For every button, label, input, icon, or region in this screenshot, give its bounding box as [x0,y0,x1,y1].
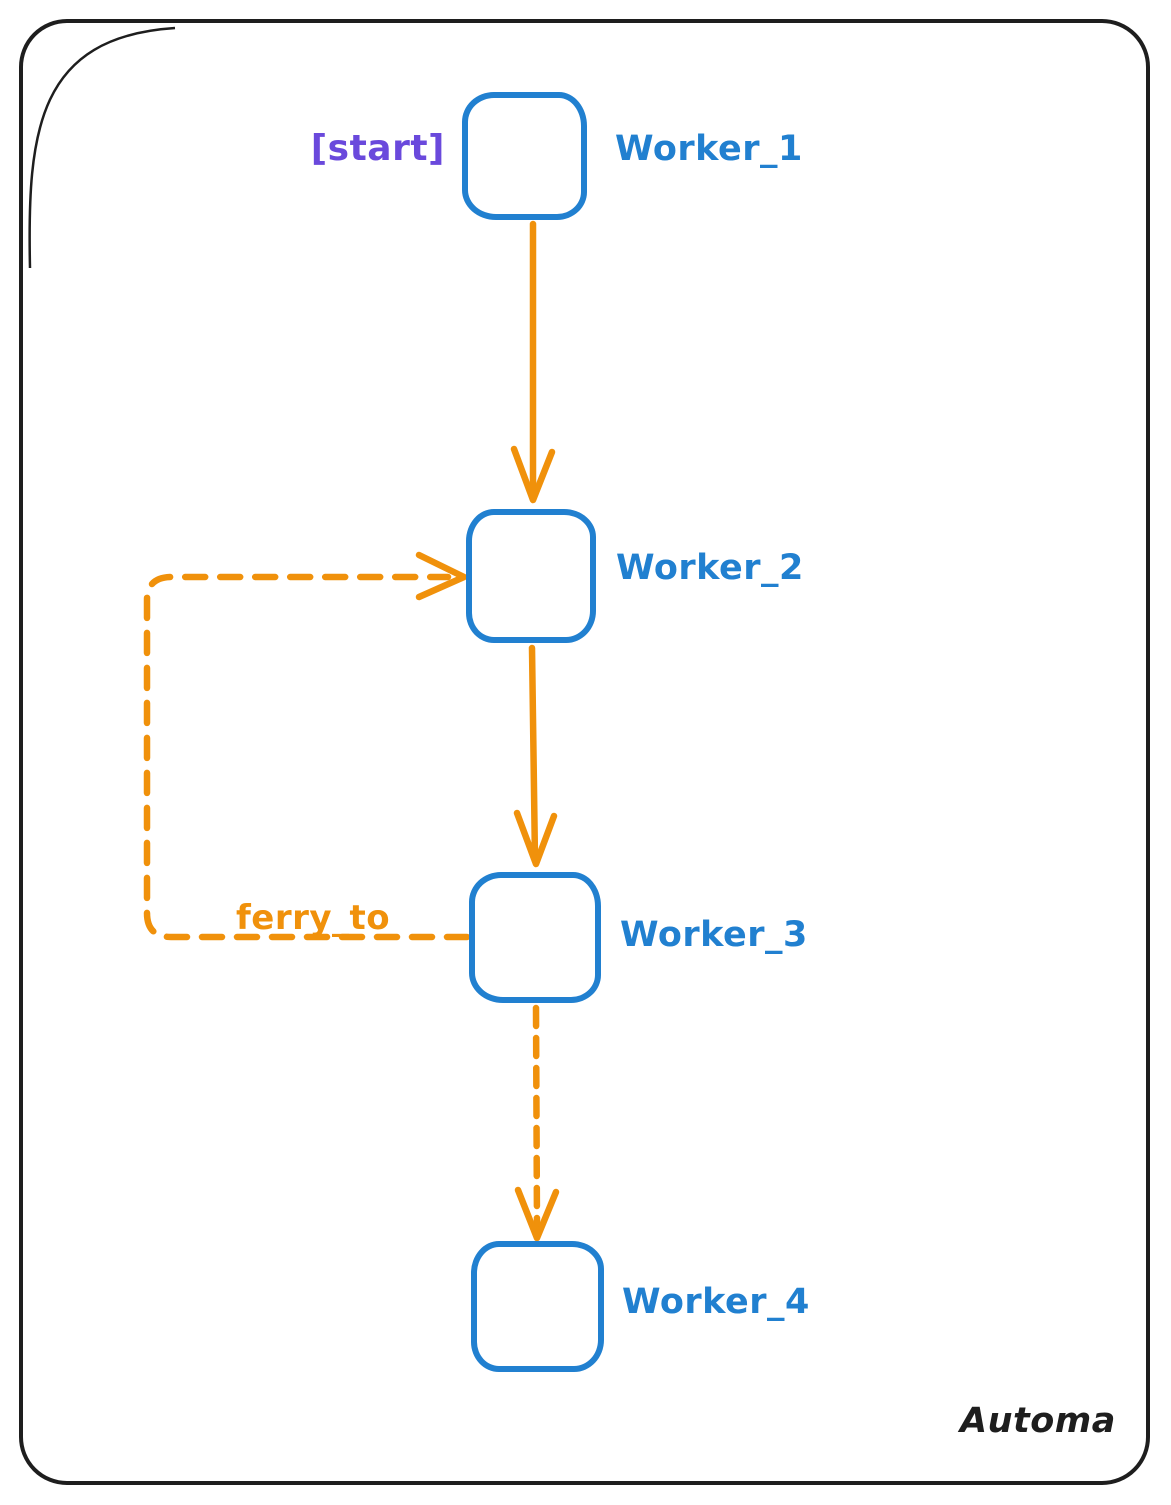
edge-worker1-to-worker2-arrowhead-icon[interactable] [510,445,556,504]
node-worker-4[interactable] [471,1241,604,1372]
frame-border-sketch-overlap [28,26,176,269]
node-worker-2[interactable] [466,509,596,643]
node-worker-3[interactable] [469,872,601,1003]
frame-border [19,19,1150,1485]
edge-worker3-to-worker2-loop-line[interactable] [143,573,471,941]
automa-watermark: Automa [960,1401,1116,1441]
start-tag-label: [start] [310,128,445,169]
node-label-worker-3: Worker_3 [620,915,808,955]
node-worker-1[interactable] [462,92,587,220]
edge-worker2-to-worker3-arrowhead-icon[interactable] [513,809,558,868]
edge-worker3-to-worker2-arrowhead-icon[interactable] [415,551,468,601]
edge-worker3-to-worker4-arrowhead-icon[interactable] [514,1186,560,1242]
edge-label-ferry-to: ferry_to [236,898,391,938]
node-label-worker-1: Worker_1 [615,129,803,169]
node-label-worker-2: Worker_2 [616,548,804,588]
node-label-worker-4: Worker_4 [622,1282,810,1322]
edge-worker2-to-worker3-line[interactable] [528,644,539,864]
edge-worker3-to-worker4-line[interactable] [532,1004,541,1232]
